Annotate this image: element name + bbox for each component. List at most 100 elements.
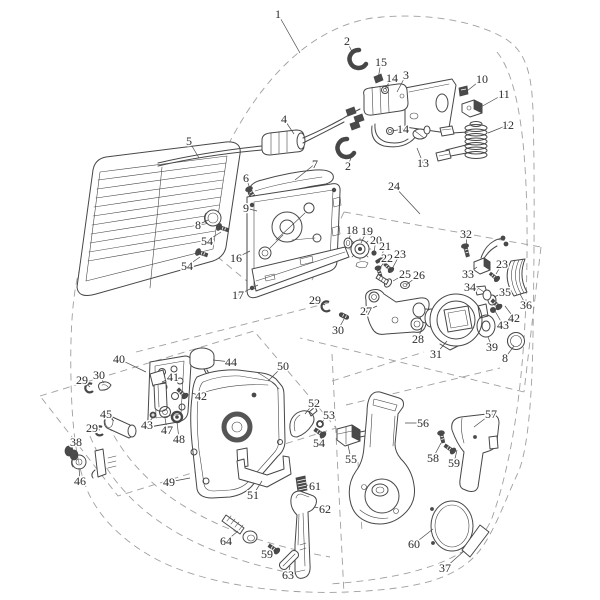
leader-line-62-72 xyxy=(313,506,326,510)
part-label-39: 39 xyxy=(486,340,498,354)
leader-line-42-42 xyxy=(504,305,515,319)
leader-line-34-39 xyxy=(469,286,479,291)
part-label-19: 19 xyxy=(361,224,373,238)
leader-line-64-73 xyxy=(225,530,239,542)
leader-line-58-67 xyxy=(432,442,442,459)
part-2-clip-mid xyxy=(335,136,357,160)
leader-line-52-61 xyxy=(304,402,315,415)
part-4-cable-connector xyxy=(157,108,361,167)
part-label-43: 43 xyxy=(141,418,153,432)
part-55-switch-block xyxy=(336,424,366,447)
part-label-33: 33 xyxy=(462,267,474,281)
part-8-cap-right xyxy=(507,332,525,350)
part-23-screw-left xyxy=(383,262,395,273)
part-label-20: 20 xyxy=(370,233,382,247)
leader-line-57-66 xyxy=(473,413,492,428)
leader-line-16-19 xyxy=(235,250,251,259)
part-label-45: 45 xyxy=(100,407,112,421)
leader-line-61-71 xyxy=(305,484,316,487)
leader-line-55-64 xyxy=(347,444,352,460)
part-26-washer xyxy=(400,281,410,289)
part-label-29: 29 xyxy=(86,421,98,435)
part-29-clip-lower-left xyxy=(94,425,104,437)
leader-line-2-11 xyxy=(347,154,353,167)
part-label-32: 32 xyxy=(460,227,472,241)
part-label-2: 2 xyxy=(344,34,350,48)
part-53-ring xyxy=(316,420,324,428)
part-label-14: 14 xyxy=(386,71,398,85)
subassembly-24-region xyxy=(299,211,542,393)
part-label-59: 59 xyxy=(261,547,273,561)
part-label-38: 38 xyxy=(70,435,82,449)
part-42-screw-left xyxy=(176,387,189,400)
part-label-1: 1 xyxy=(275,7,281,21)
part-64-bolt xyxy=(221,514,258,544)
leader-line-38-57 xyxy=(70,441,77,451)
part-56-control-lever xyxy=(348,391,415,525)
leader-line-47-55 xyxy=(164,417,168,431)
part-39-washer xyxy=(476,314,496,338)
outer-boundary xyxy=(70,15,535,593)
leader-line-23-38 xyxy=(495,263,503,275)
part-label-48: 48 xyxy=(173,432,185,446)
leader-line-43-43 xyxy=(494,310,504,326)
leader-line-50-50 xyxy=(267,365,284,382)
leader-line-54-63 xyxy=(318,433,327,444)
leader-line-8-17 xyxy=(197,219,209,226)
leader-line-17-21 xyxy=(237,284,259,296)
part-label-27: 27 xyxy=(360,304,372,318)
part-label-50: 50 xyxy=(277,359,289,373)
part-label-42: 42 xyxy=(508,311,520,325)
part-label-58: 58 xyxy=(427,451,439,465)
part-label-54: 54 xyxy=(313,436,325,450)
part-label-26: 26 xyxy=(413,268,425,282)
part-23-screw-right xyxy=(488,271,501,283)
leader-line-20-24 xyxy=(373,239,377,253)
part-51-clamp xyxy=(236,455,292,488)
part-label-16: 16 xyxy=(230,251,242,265)
part-10-clip xyxy=(458,85,469,97)
part-label-23: 23 xyxy=(496,257,508,271)
leader-line-6-14 xyxy=(245,177,252,192)
part-label-36: 36 xyxy=(520,298,532,312)
leader-lines xyxy=(70,13,527,576)
part-29-clip-mid xyxy=(320,300,331,313)
leader-line-10-5 xyxy=(466,78,483,92)
leader-line-30-46 xyxy=(98,374,105,384)
part-label-15: 15 xyxy=(375,55,387,69)
lever-region-lines xyxy=(331,351,501,595)
part-19-gear xyxy=(348,237,372,261)
leader-line-46-58 xyxy=(78,467,81,482)
leader-line-1-0 xyxy=(277,13,301,54)
leader-line-43-54 xyxy=(146,416,154,426)
part-label-10: 10 xyxy=(476,72,488,86)
part-label-34: 34 xyxy=(464,280,476,294)
part-37-plate xyxy=(461,524,490,558)
part-62-lock-lever xyxy=(290,490,317,579)
part-59-screw-right xyxy=(443,443,457,455)
part-30-elbow xyxy=(98,381,112,391)
leader-line-40-45 xyxy=(118,358,147,373)
part-label-63: 63 xyxy=(282,568,294,582)
leader-line-25-28 xyxy=(392,273,406,282)
part-label-41: 41 xyxy=(167,370,179,384)
part-label-54: 54 xyxy=(201,234,213,248)
leader-line-29-53 xyxy=(91,427,101,431)
leader-line-33-37 xyxy=(467,266,478,275)
leader-line-37-70 xyxy=(444,550,465,569)
leader-line-39-35 xyxy=(487,336,493,348)
leader-line-44-49 xyxy=(212,359,232,363)
part-label-29: 29 xyxy=(309,293,321,307)
part-label-22: 22 xyxy=(381,251,393,265)
leader-line-12-7 xyxy=(487,124,509,134)
leader-line-28-33 xyxy=(417,324,424,340)
leader-line-36-41 xyxy=(519,293,527,306)
leader-line-14-9 xyxy=(391,128,404,132)
leader-line-4-8 xyxy=(283,118,295,135)
part-label-54: 54 xyxy=(181,259,193,273)
part-42-screw-right xyxy=(490,298,503,311)
part-label-57: 57 xyxy=(485,407,497,421)
